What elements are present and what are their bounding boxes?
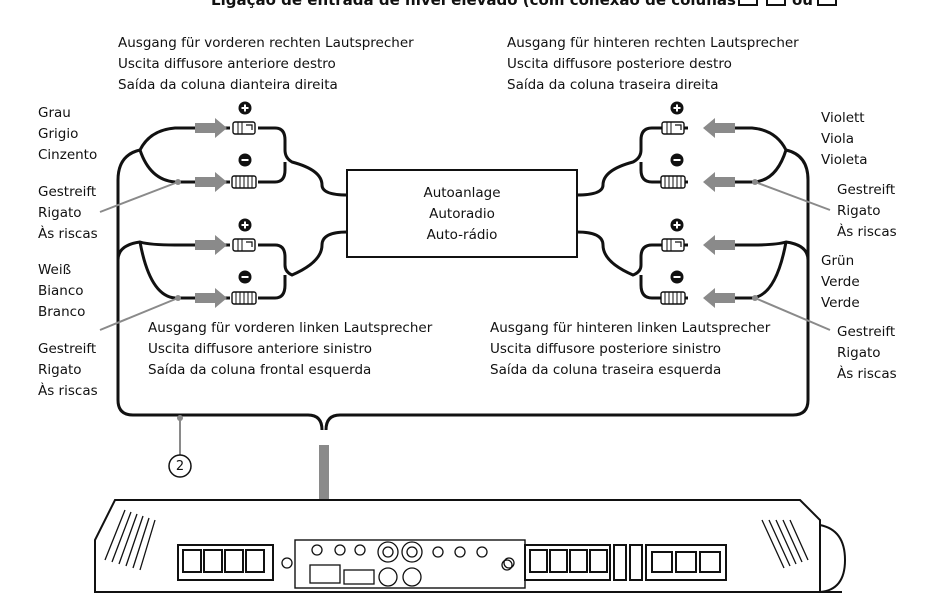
- plus-icon: [670, 218, 684, 232]
- amplifier: [94, 499, 847, 593]
- plus-icon: [238, 101, 252, 115]
- wiring-lines: [116, 126, 810, 431]
- title-ref-boxes: [738, 0, 837, 6]
- leader-dots: [175, 179, 758, 421]
- plus-icon: [238, 218, 252, 232]
- label-front-right-output: Ausgang für vorderen rechten Lautspreche…: [118, 35, 414, 93]
- head-unit-box: [346, 169, 578, 258]
- title-text: Ligação de entrada de nível elevado (com…: [211, 0, 736, 9]
- minus-icon: [670, 270, 684, 284]
- title-or: ou: [792, 0, 813, 9]
- insert-arrows: [195, 118, 735, 540]
- label-rear-right-output: Ausgang für hinteren rechten Lautspreche…: [507, 35, 799, 93]
- leader-lines: [99, 181, 831, 455]
- polarity-markers: [238, 101, 684, 284]
- minus-icon: [238, 270, 252, 284]
- minus-icon: [238, 153, 252, 167]
- minus-icon: [670, 153, 684, 167]
- plus-icon: [670, 101, 684, 115]
- diagram-title: Ligação de entrada de nível elevado (com…: [0, 0, 947, 9]
- callout-circle: [168, 454, 192, 478]
- label-front-left-output: Ausgang für vorderen linken Lautsprecher…: [148, 320, 433, 378]
- callout-number: 2: [175, 459, 185, 474]
- label-rear-left-output: Ausgang für hinteren linken Lautsprecher…: [490, 320, 771, 378]
